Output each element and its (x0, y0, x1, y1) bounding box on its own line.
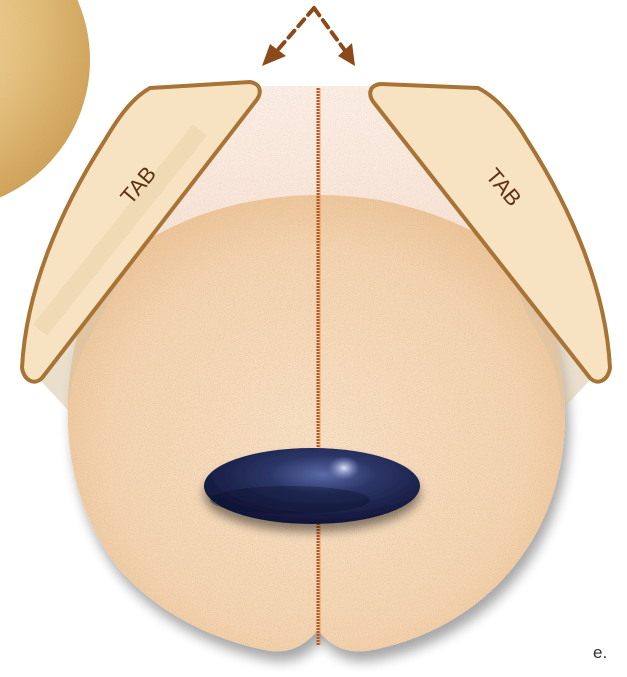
gold-disc (0, 0, 90, 210)
dashed-chevron-arrows-icon (276, 8, 346, 52)
dark-oval (204, 448, 420, 524)
edge-text: e. (593, 643, 607, 663)
body-speckle (68, 190, 565, 651)
